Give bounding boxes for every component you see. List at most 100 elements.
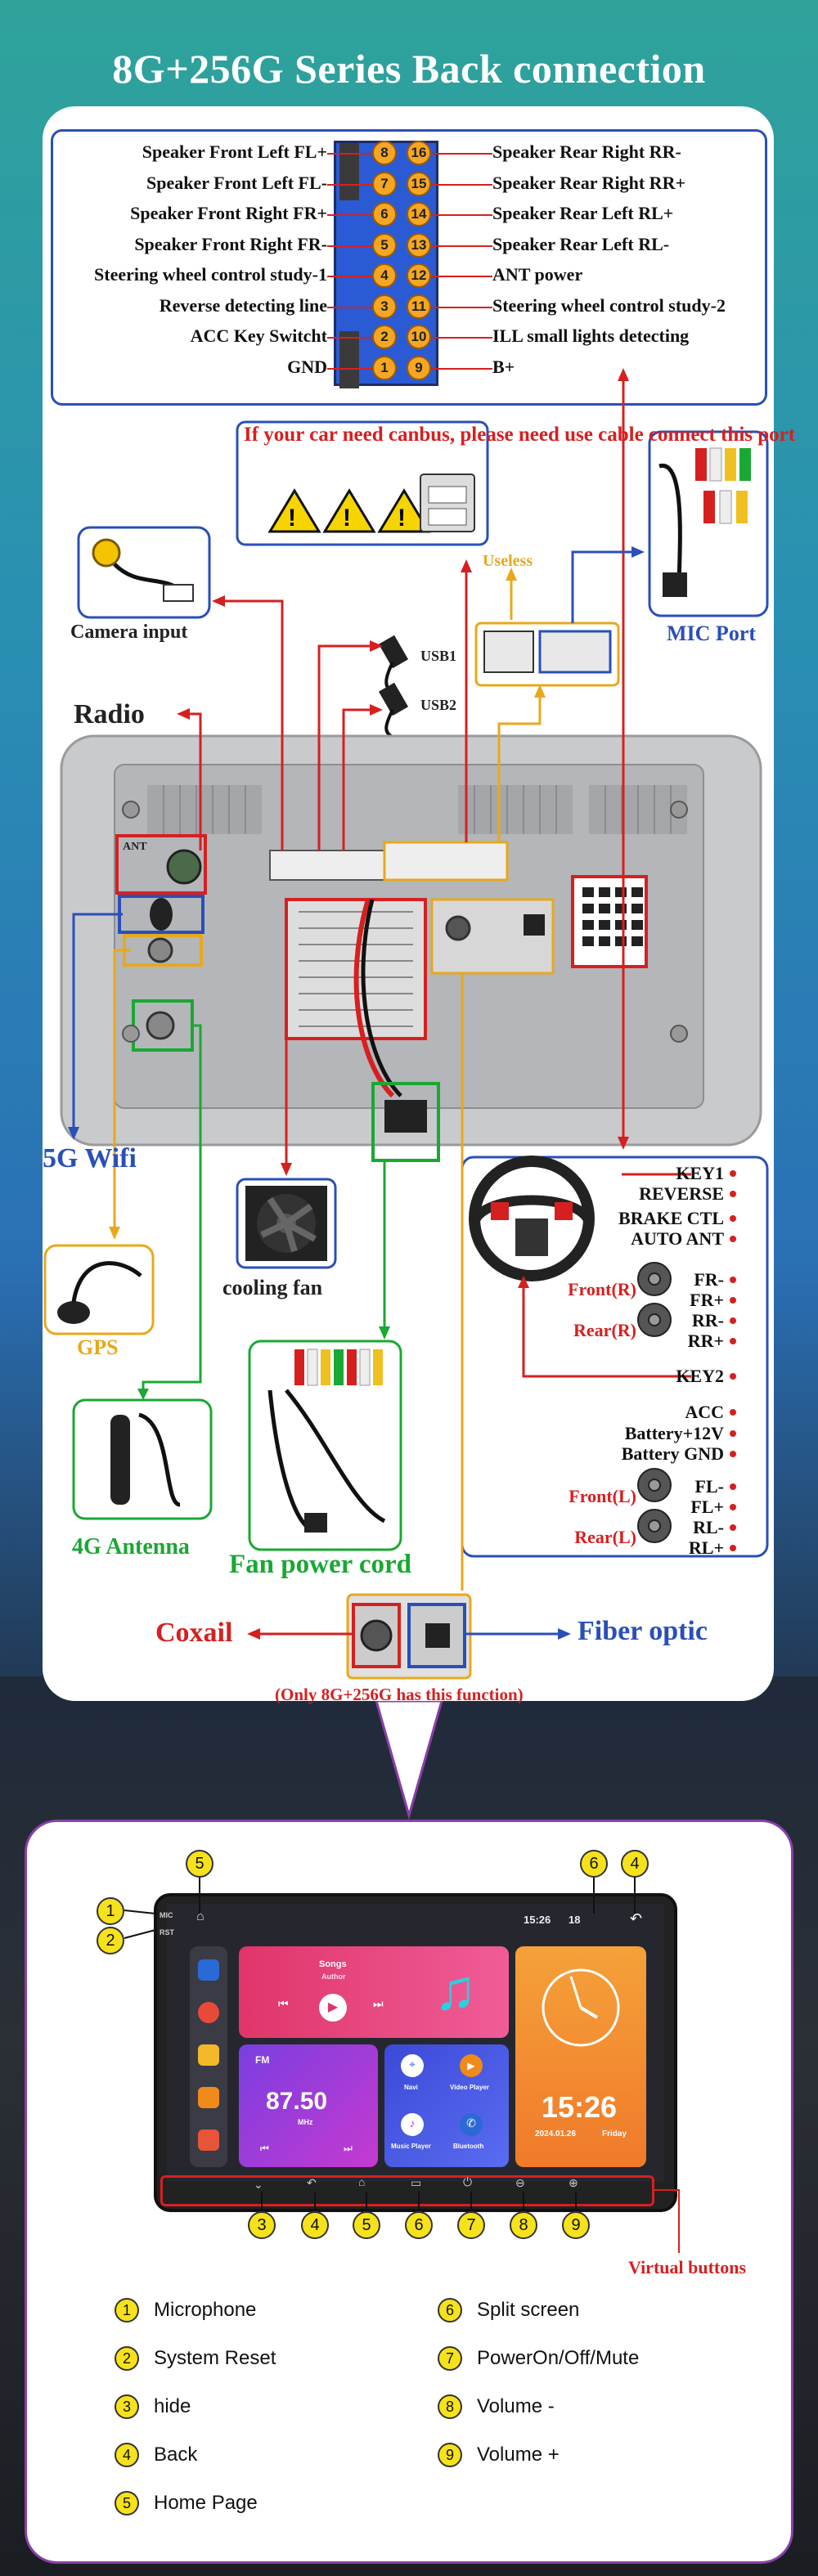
home-icon[interactable]: ⌂	[196, 1910, 204, 1923]
legend-number: 3	[115, 2394, 139, 2419]
bluetooth-label: Bluetooth	[453, 2143, 484, 2150]
pin-dot	[730, 1297, 736, 1304]
virtual-home-button[interactable]: ⌂	[358, 2177, 366, 2189]
virtual-back-button[interactable]: ↶	[307, 2178, 317, 2190]
rear-left-group-label: Rear(L)	[574, 1527, 636, 1547]
legend-text: Volume -	[477, 2395, 555, 2417]
pin-number: 10	[407, 325, 431, 349]
app-icon-1[interactable]	[198, 1959, 219, 1981]
fm-tile[interactable]	[239, 2044, 378, 2167]
legend-number: 9	[438, 2443, 462, 2467]
power-button[interactable]: ⏻	[463, 2177, 473, 2189]
mic-hole-label: MIC	[160, 1911, 173, 1919]
steering-signal-label: BRAKE CTL	[618, 1208, 724, 1228]
power-label: Battery+12V	[624, 1423, 724, 1443]
digital-clock: 15:26	[542, 2090, 618, 2124]
next-icon[interactable]: ⏭	[373, 1999, 384, 2011]
pin-label-right: Speaker Rear Left RL+	[492, 203, 674, 223]
pin-leader	[327, 337, 372, 339]
callout-7-bottom: 7	[457, 2211, 485, 2239]
pin-label-right: B+	[492, 356, 515, 377]
fm-prev-icon[interactable]: ⏮	[260, 2143, 269, 2154]
fm-unit: MHz	[298, 2118, 313, 2126]
radio-label: Radio	[74, 699, 145, 729]
radio-ant-box	[115, 834, 207, 895]
pin-dot	[730, 1409, 736, 1416]
songs-tile[interactable]	[239, 1946, 509, 2038]
pin-dot	[730, 1451, 736, 1457]
legend-text: PowerOn/Off/Mute	[477, 2347, 640, 2369]
pin-number: 5	[372, 232, 397, 258]
pin-label-right: Speaker Rear Right RR+	[492, 172, 685, 193]
pin-leader	[327, 183, 372, 186]
music-player-label: Music Player	[391, 2143, 431, 2150]
steering-wheel-icon	[469, 1156, 595, 1281]
volume-up-button[interactable]: ⊕	[569, 2178, 578, 2190]
rca-plugs-mic	[695, 447, 751, 524]
pin-dot	[730, 1191, 736, 1197]
files-app-icon[interactable]	[198, 2044, 219, 2066]
pin-label-right: ILL small lights detecting	[492, 325, 690, 346]
analog-clock-icon	[542, 1968, 620, 2047]
legend-text: hide	[154, 2395, 191, 2417]
bluetooth-icon[interactable]: ✆	[460, 2113, 483, 2136]
callout-4-top: 4	[621, 1850, 649, 1878]
pin-leader	[431, 214, 492, 216]
svg-text:!: !	[398, 505, 406, 532]
pin-dot	[730, 1338, 736, 1344]
callout-8-bottom: 8	[510, 2211, 537, 2239]
author-label: Author	[321, 1972, 346, 1981]
camera-box	[77, 526, 211, 619]
callout-9-bottom: 9	[562, 2211, 590, 2239]
legend-text: Split screen	[477, 2299, 580, 2321]
pin-dot	[730, 1430, 736, 1437]
callout-5-bottom: 5	[353, 2211, 380, 2239]
clock-tile[interactable]	[515, 1946, 646, 2167]
pin-label-left: Speaker Front Right FR+	[130, 203, 327, 223]
page-title: 8G+256G Series Back connection	[112, 46, 706, 92]
pin-leader	[431, 153, 492, 155]
back-icon[interactable]: ↶	[630, 1910, 643, 1928]
legend-text: Back	[154, 2444, 198, 2466]
callout-5-top: 5	[186, 1850, 213, 1878]
pin-leader	[431, 183, 492, 186]
pin-label-left: Reverse detecting line	[159, 294, 327, 316]
pin-label-right: Steering wheel control study-2	[492, 294, 726, 316]
legend-number: 4	[115, 2443, 139, 2467]
pin-dot	[730, 1215, 736, 1222]
fm-next-icon[interactable]: ⏭	[344, 2143, 353, 2154]
pin-number: 4	[372, 263, 397, 288]
usb2-plug	[378, 682, 409, 738]
status-time: 15:26	[524, 1914, 551, 1926]
coxail-label: Coxail	[155, 1618, 233, 1648]
cooling-fan-label: cooling fan	[222, 1276, 323, 1299]
virtual-button-bar	[160, 2175, 654, 2206]
callout-1-side: 1	[97, 1897, 124, 1925]
navi-label: Navi	[404, 2084, 418, 2091]
steering-signal-label: KEY1	[676, 1163, 724, 1183]
music-app-icon[interactable]	[198, 2002, 219, 2023]
svg-text:!: !	[288, 505, 296, 532]
clock-day: Friday	[602, 2129, 627, 2138]
video-player-icon[interactable]: ▶	[460, 2054, 483, 2077]
callout-2-side: 2	[97, 1927, 124, 1954]
video-app-icon[interactable]	[198, 2087, 219, 2108]
pin-number: 15	[407, 171, 431, 196]
fan-power-cord-label: Fan power cord	[229, 1550, 412, 1579]
hide-button[interactable]: ⌄	[254, 2179, 263, 2192]
pin-number: 3	[372, 294, 397, 319]
split-screen-button[interactable]: ▭	[411, 2178, 422, 2190]
callout-6-top: 6	[580, 1850, 608, 1878]
play-icon[interactable]: ▶	[319, 1994, 347, 2022]
music-player-icon[interactable]: ♪	[401, 2113, 424, 2136]
rear-right-group-label: Rear(R)	[573, 1320, 636, 1340]
legend-number: 8	[438, 2394, 462, 2419]
volume-down-button[interactable]: ⊖	[515, 2178, 525, 2190]
pin-label-left: Speaker Front Right FR-	[134, 233, 327, 254]
speaker-pin-label: FR-	[694, 1269, 724, 1290]
steering-signal-label: REVERSE	[639, 1183, 724, 1204]
navi-icon[interactable]: ⌖	[401, 2054, 424, 2077]
gallery-app-icon[interactable]	[198, 2129, 219, 2151]
usb2-label: USB2	[420, 697, 457, 713]
prev-icon[interactable]: ⏮	[278, 1999, 289, 2011]
